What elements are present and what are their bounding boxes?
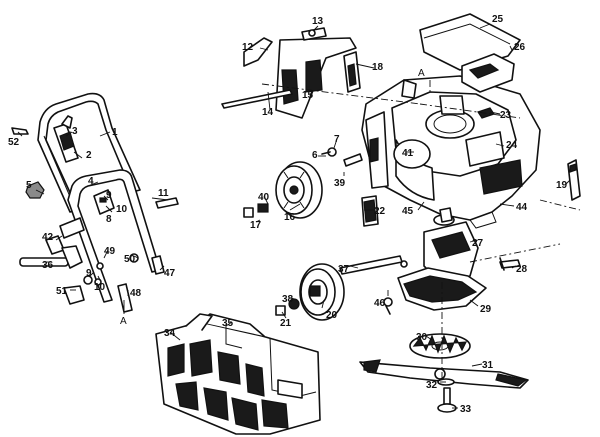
label-33: 33	[460, 404, 472, 415]
label-51: 51	[56, 286, 68, 297]
label-4: 4	[88, 176, 94, 187]
label-35: 35	[222, 318, 234, 329]
label-50: 50	[124, 254, 136, 265]
label-14: 14	[262, 107, 274, 118]
rear-wheel	[243, 147, 363, 219]
label-17: 17	[250, 220, 262, 231]
label-3: 3	[72, 126, 78, 137]
label-40: 40	[258, 192, 270, 203]
lower-handle	[67, 169, 161, 303]
front-wheel	[275, 263, 345, 321]
cable-lever	[53, 115, 79, 163]
label-36: 36	[42, 260, 54, 271]
hood-panel	[461, 53, 515, 93]
ref-mark-a-top: A	[418, 68, 425, 79]
label-41: 41	[402, 148, 414, 159]
rear-vent-block	[361, 195, 379, 227]
label-42: 42	[42, 232, 54, 243]
label-9b: 9	[86, 268, 92, 279]
label-44: 44	[516, 202, 528, 213]
label-18: 18	[372, 62, 384, 73]
label-49: 49	[104, 246, 116, 257]
label-21: 21	[280, 318, 292, 329]
rear-guard-19	[567, 159, 581, 201]
rear-flap-assembly	[243, 27, 361, 119]
label-6: 6	[312, 150, 318, 161]
label-32: 32	[426, 380, 438, 391]
handle-brackets	[59, 189, 115, 239]
assembly-axis-lines	[261, 80, 581, 380]
label-10a: 10	[116, 204, 128, 215]
handle-knobs	[11, 127, 179, 313]
label-52: 52	[8, 137, 20, 148]
label-46: 46	[374, 298, 386, 309]
label-23: 23	[500, 110, 512, 121]
ref-mark-a-bottom: A	[120, 316, 127, 327]
cutting-blade	[359, 359, 529, 389]
label-25: 25	[492, 14, 504, 25]
handle-leaders	[17, 131, 169, 296]
label-31: 31	[482, 360, 494, 371]
mower-deck-housing	[361, 75, 541, 229]
label-29: 29	[480, 304, 492, 315]
part-number-labels: 1 2 3 4 5 6 7 8 9 9 10 10 11 12 13 14 15…	[8, 14, 568, 415]
label-19: 19	[556, 180, 568, 191]
label-15: 15	[302, 90, 314, 101]
label-37: 37	[338, 264, 350, 275]
label-5: 5	[26, 180, 32, 191]
label-12: 12	[242, 42, 254, 53]
label-10b: 10	[94, 282, 106, 293]
label-20: 20	[326, 310, 338, 321]
reference-marks: A A	[120, 68, 425, 327]
label-48: 48	[130, 288, 142, 299]
label-16: 16	[284, 212, 296, 223]
rear-axle-rod	[221, 89, 293, 109]
right-leaders	[169, 23, 571, 409]
label-26: 26	[514, 42, 526, 53]
label-2: 2	[86, 150, 92, 161]
label-24: 24	[506, 140, 518, 151]
label-1: 1	[112, 127, 118, 138]
label-27: 27	[472, 238, 484, 249]
label-34: 34	[164, 328, 176, 339]
label-8: 8	[106, 214, 112, 225]
cooling-fan	[409, 333, 471, 359]
label-22: 22	[374, 206, 386, 217]
label-11: 11	[158, 188, 169, 199]
label-9a: 9	[106, 190, 112, 201]
label-39: 39	[334, 178, 346, 189]
label-47: 47	[164, 268, 176, 279]
blade-bolt	[437, 378, 457, 413]
label-13: 13	[312, 16, 324, 27]
label-7: 7	[334, 134, 340, 145]
label-45: 45	[402, 206, 414, 217]
grass-collector-box	[155, 313, 321, 435]
label-30: 30	[416, 332, 428, 343]
label-28: 28	[516, 264, 528, 275]
label-38: 38	[282, 294, 294, 305]
